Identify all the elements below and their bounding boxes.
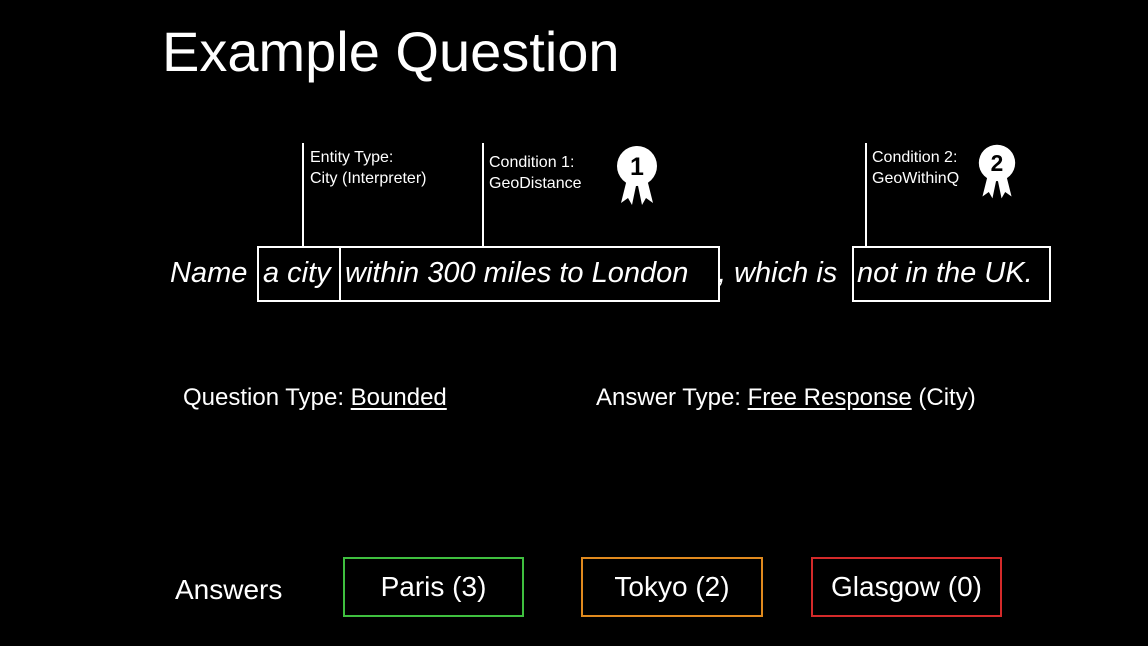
answer-option-glasgow: Glasgow (0) [811, 557, 1002, 617]
answer-type-value: Free Response [747, 384, 912, 411]
condition1-value: GeoDistance [489, 175, 582, 192]
answer-type: Answer Type: Free Response (City) [596, 383, 976, 413]
sentence-word-name: Name [170, 257, 248, 289]
badge-1-number: 1 [630, 153, 644, 181]
page-title: Example Question [162, 20, 620, 83]
entity-type-value: City (Interpreter) [310, 170, 427, 187]
answer-option-text: Tokyo (2) [614, 571, 730, 602]
question-type: Question Type: Bounded [183, 383, 447, 413]
badge-2-number: 2 [991, 150, 1004, 176]
condition1-connector [482, 143, 484, 246]
sentence-connector-phrase: , which is [718, 257, 838, 289]
condition1-title: Condition 1: [489, 154, 575, 171]
entity-type-title: Entity Type: [310, 149, 394, 166]
sentence-entity-phrase: a city [263, 257, 331, 289]
condition1-annotation: Condition 1: GeoDistance [489, 152, 582, 194]
answer-option-tokyo: Tokyo (2) [581, 557, 763, 617]
condition2-title: Condition 2: [872, 149, 958, 166]
answers-label: Answers [175, 574, 283, 605]
answer-option-paris: Paris (3) [343, 557, 524, 617]
condition2-box [852, 246, 1051, 302]
condition2-value: GeoWithinQ [872, 170, 960, 187]
condition2-annotation: Condition 2: GeoWithinQ [872, 147, 959, 189]
sentence-condition1-phrase: within 300 miles to London [345, 257, 689, 289]
entity-type-annotation: Entity Type: City (Interpreter) [310, 147, 426, 189]
answer-type-label: Answer Type: [596, 384, 748, 411]
question-type-label: Question Type: [183, 384, 351, 411]
award-ribbon-1-icon: 1 [617, 146, 657, 205]
question-type-value: Bounded [350, 384, 447, 411]
answer-type-suffix: (City) [911, 384, 976, 411]
entity-type-connector [302, 143, 304, 246]
sentence-condition2-phrase: not in the UK. [857, 257, 1033, 289]
answer-option-text: Paris (3) [380, 571, 487, 602]
condition2-connector [865, 143, 867, 246]
condition1-box [339, 246, 720, 302]
answer-option-text: Glasgow (0) [831, 571, 982, 602]
award-ribbon-2-icon: 2 [978, 144, 1016, 199]
